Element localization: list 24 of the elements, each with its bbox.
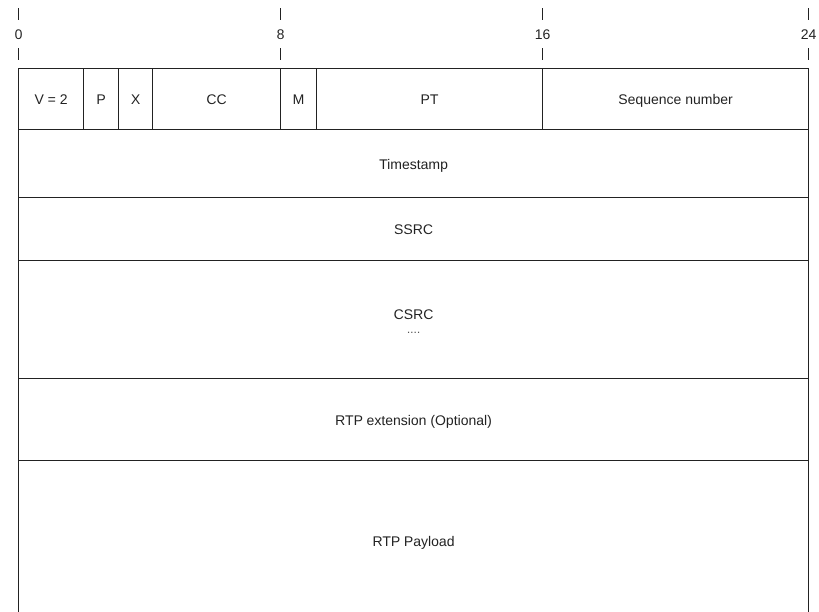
field-label: X (130, 90, 140, 108)
field-label: P (96, 90, 106, 108)
field-label: RTP extension (Optional) (335, 410, 492, 428)
field-label: V = 2 (34, 90, 68, 108)
bit-offset-label: 8 (276, 26, 284, 42)
bit-offset-label: 16 (534, 26, 550, 42)
field-label: SSRC (394, 220, 433, 238)
header-field (18, 378, 809, 461)
field-label: CC (206, 90, 227, 108)
header-field (18, 129, 809, 198)
field-label: RTP Payload (372, 532, 454, 550)
field-label: CSRC (394, 304, 434, 322)
field-label: PT (420, 90, 438, 108)
header-field (18, 460, 809, 612)
header-field (542, 68, 809, 130)
bit-offset-label: 0 (14, 26, 22, 42)
bit-offset-label: 24 (800, 26, 816, 42)
header-field (18, 197, 809, 261)
field-label: M (292, 90, 304, 108)
field-label: Timestamp (379, 154, 448, 172)
header-field (18, 260, 809, 379)
field-label: Sequence number (618, 90, 733, 108)
header-field (18, 68, 84, 130)
ellipsis: .... (406, 322, 420, 334)
